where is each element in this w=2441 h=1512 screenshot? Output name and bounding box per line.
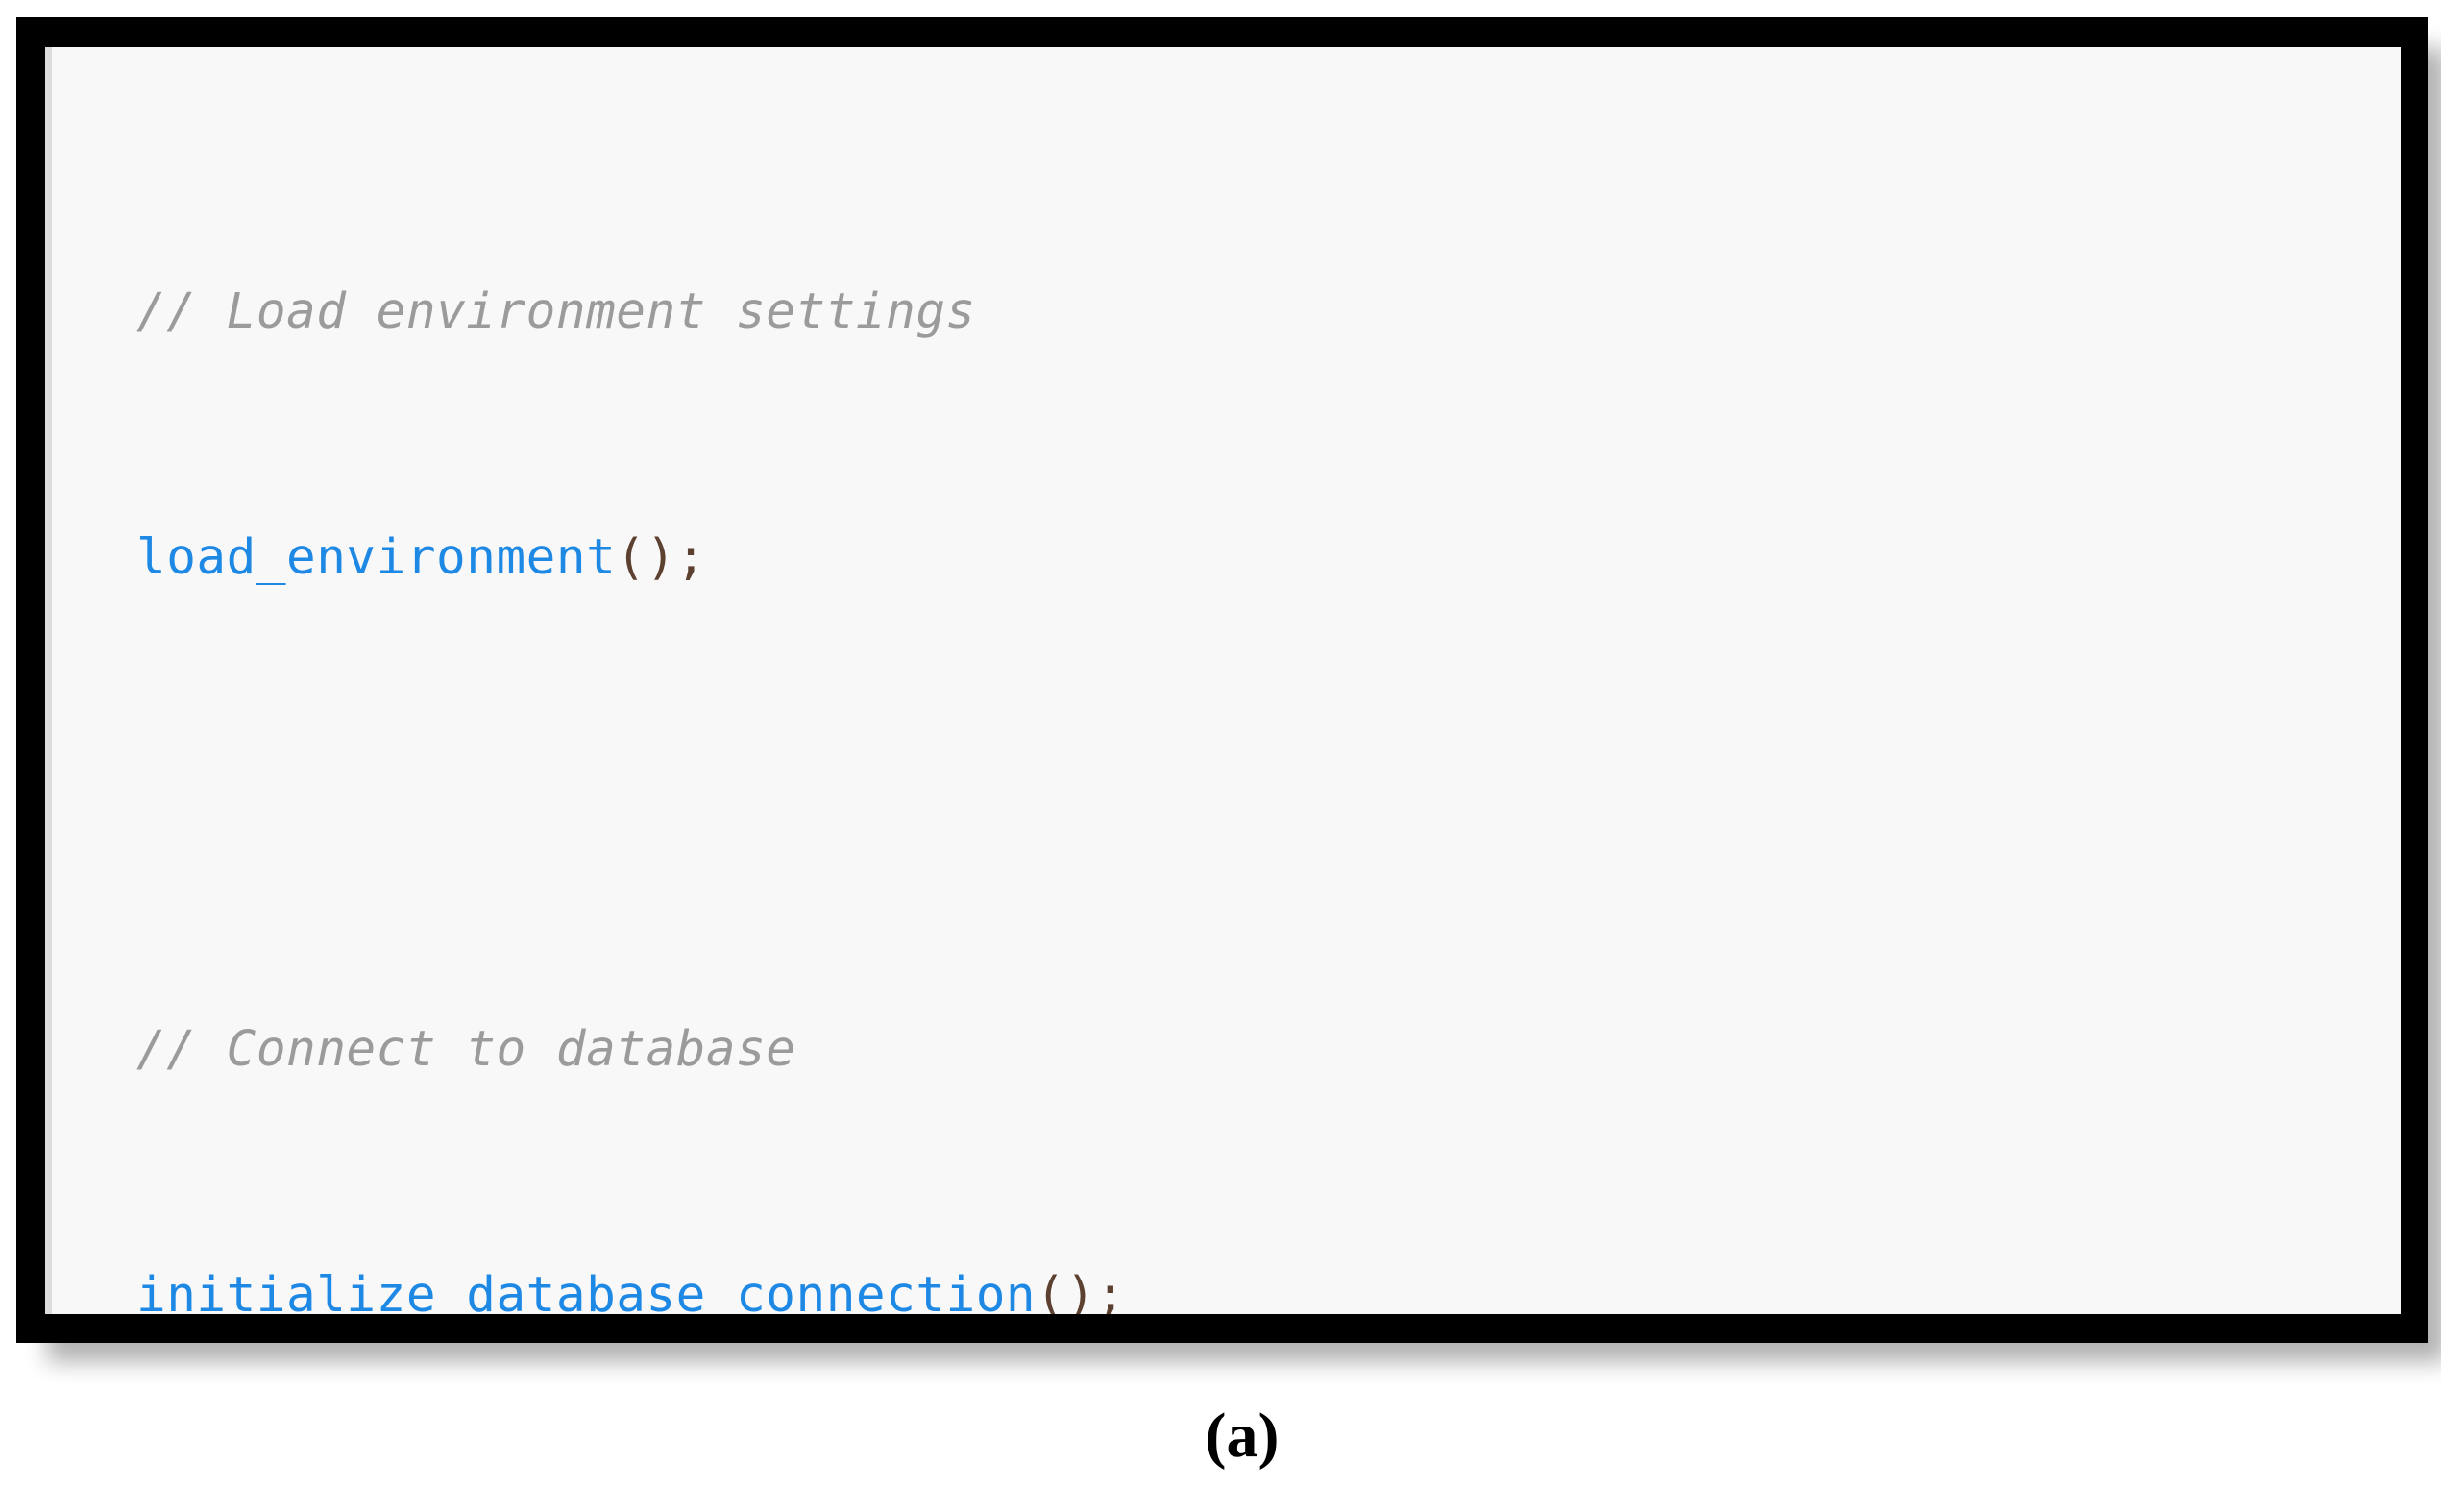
figure-caption: (a) [0, 1404, 2441, 1468]
code-line-call-initialize-database-connection: initialize_database_connection(); [136, 1265, 2381, 1314]
code-panel: // Load environment settings load_enviro… [45, 47, 2401, 1314]
code-line-comment-1: // Load environment settings [136, 281, 2381, 343]
call-punctuation: (); [1036, 1267, 1126, 1314]
code-line-blank-1 [136, 773, 2381, 835]
function-name: load_environment [136, 529, 617, 586]
code-frame-border: // Load environment settings load_enviro… [16, 17, 2428, 1343]
call-punctuation: (); [616, 529, 706, 586]
code-line-comment-2: // Connect to database [136, 1019, 2381, 1081]
figure-caption-label: (a) [1205, 1401, 1280, 1471]
code-line-call-load-environment: load_environment(); [136, 527, 2381, 589]
function-name: initialize_database_connection [136, 1267, 1037, 1314]
comment-text: // Connect to database [136, 1021, 796, 1078]
code-listing: // Load environment settings load_enviro… [136, 97, 2381, 1314]
comment-text: // Load environment settings [136, 283, 976, 340]
